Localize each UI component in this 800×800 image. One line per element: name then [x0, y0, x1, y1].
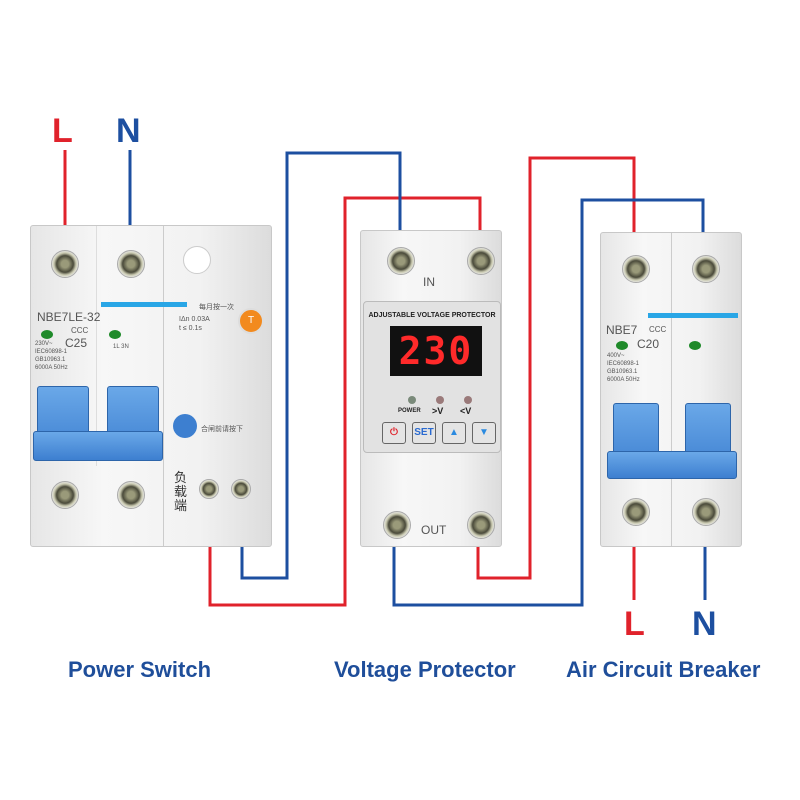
terminal-n-out [692, 498, 720, 526]
terminal-load-n [231, 479, 251, 499]
neutral-label-top: N [116, 112, 141, 150]
terminal-n-in [117, 250, 145, 278]
live-label-top: L [52, 112, 73, 150]
terminal-bottom [51, 481, 79, 509]
cert-mark: CCC [649, 325, 667, 334]
spec: GB10963.1 [607, 369, 638, 375]
air-circuit-breaker: NBE7 CCC C20 400V~ IEC60898-1 GB10963.1 … [600, 232, 742, 547]
spec: GB10963.1 [35, 357, 66, 363]
caption-air-circuit-breaker: Air Circuit Breaker [566, 657, 761, 682]
voltage-protector: IN ADJUSTABLE VOLTAGE PROTECTOR 230 POWE… [360, 230, 502, 547]
pole-marks: 1L 3N [113, 344, 129, 350]
reset-note: 合闸前请按下 [201, 426, 243, 433]
power-button[interactable]: ⏻ [382, 422, 406, 444]
out-label: OUT [421, 523, 447, 537]
model: NBE7LE-32 [37, 310, 101, 324]
spec: IEC60898-1 [35, 349, 68, 355]
down-button[interactable]: ▼ [472, 422, 496, 444]
panel-title: ADJUSTABLE VOLTAGE PROTECTOR [368, 312, 496, 319]
spec: 6000A 50Hz [35, 365, 68, 371]
rating: C25 [65, 336, 88, 350]
set-button[interactable]: SET [412, 422, 436, 444]
test-note: 每月按一次 [199, 304, 234, 311]
spec: 6000A 50Hz [607, 377, 640, 383]
spec: 400V~ [607, 353, 625, 359]
rating: C20 [637, 337, 660, 351]
terminal-l-in [51, 250, 79, 278]
model: NBE7 [606, 323, 638, 337]
wire-neutral-switch-to-protector [240, 151, 402, 580]
wire-live-protector-to-breaker [476, 156, 636, 580]
terminal-in-n [387, 247, 415, 275]
spec: IEC60898-1 [607, 361, 640, 367]
voltage-display: 230 [390, 326, 482, 376]
spec: 230V~ [35, 341, 53, 347]
up-button[interactable]: ▲ [442, 422, 466, 444]
wire-live-switch-to-protector [208, 196, 482, 607]
load-label: 负载端 [174, 470, 188, 513]
neutral-label-bottom: N [692, 605, 717, 643]
breaker-bar[interactable] [607, 451, 737, 479]
caption-power-switch: Power Switch [68, 657, 212, 682]
test-button[interactable]: T [238, 308, 264, 334]
trip-time: t ≤ 0.1s [179, 325, 202, 332]
in-label: IN [423, 275, 435, 289]
cert-mark: CCC [71, 326, 89, 335]
terminal-out-l [467, 511, 495, 539]
reset-knob[interactable] [173, 414, 197, 438]
switch-bar[interactable] [33, 431, 163, 461]
terminal-l-in [622, 255, 650, 283]
terminal-in-l [467, 247, 495, 275]
terminal-n-in [692, 255, 720, 283]
caption-voltage-protector: Voltage Protector [334, 657, 516, 682]
over-voltage-led-label: >V [432, 406, 444, 416]
power-led-label: POWER [398, 408, 421, 414]
terminal-bottom [117, 481, 145, 509]
wire-neutral-protector-to-breaker [392, 198, 705, 607]
terminal-l-out [622, 498, 650, 526]
terminal-out-n [383, 511, 411, 539]
under-voltage-led-label: <V [460, 406, 472, 416]
terminal-load-l [199, 479, 219, 499]
live-label-bottom: L [624, 605, 645, 643]
control-panel: ADJUSTABLE VOLTAGE PROTECTOR 230 POWER >… [363, 301, 501, 453]
leak-rating: IΔn 0.03A [179, 316, 210, 323]
power-switch: NBE7LE-32 CCC C25 230V~ IEC60898-1 GB109… [30, 225, 272, 547]
